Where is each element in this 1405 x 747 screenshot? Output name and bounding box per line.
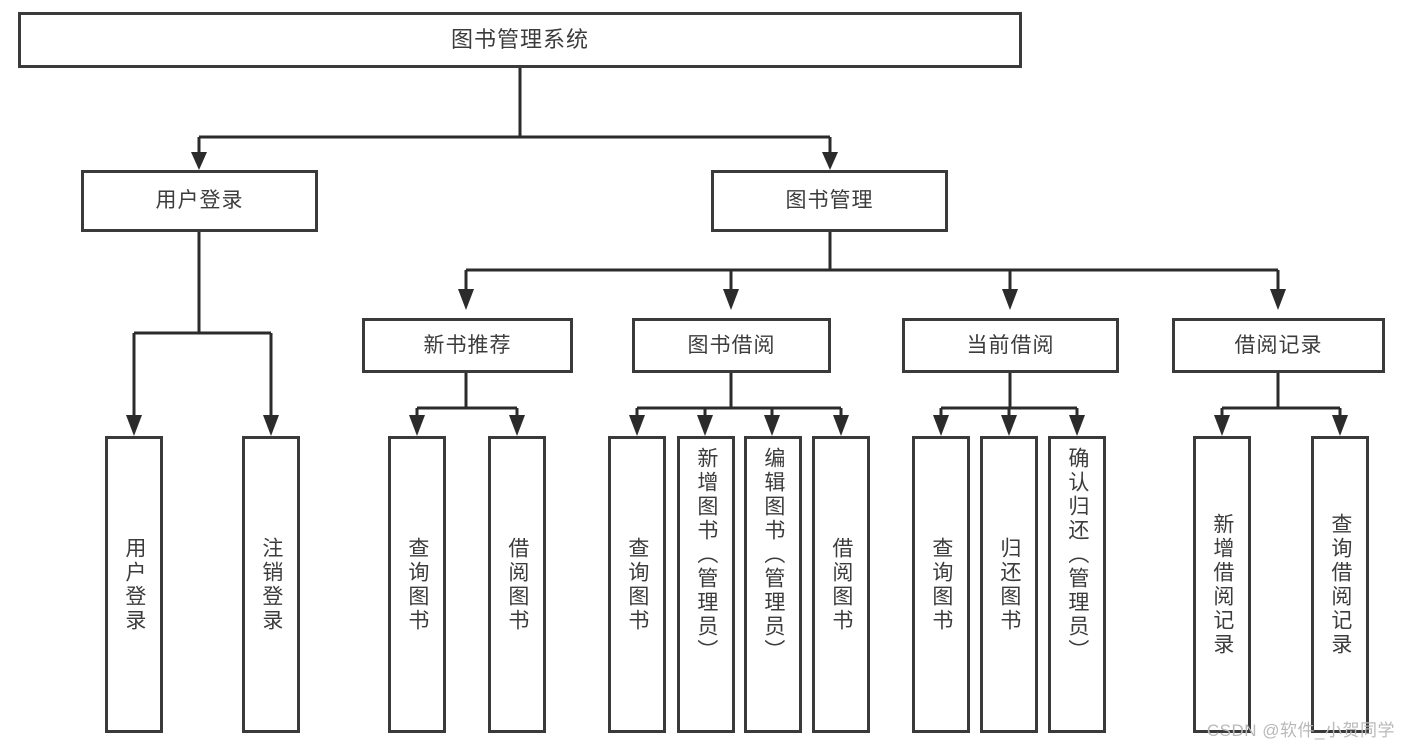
node-leaf-add-book-label: 新增图书（管理员） [694,447,718,663]
arrow-to-leaf-borrow-book-1 [509,415,525,436]
node-leaf-borrow-book-1-label: 借阅图书 [505,536,529,633]
arrow-to-book-borrow [723,289,739,310]
node-leaf-user-login-label: 用户登录 [122,536,146,633]
node-leaf-return-book[interactable]: 归还图书 [980,436,1038,733]
arrow-to-book-management [822,152,838,170]
arrow-to-leaf-edit-book [764,415,780,436]
node-borrow-record[interactable]: 借阅记录 [1172,318,1385,373]
arrow-to-current-borrow [1002,289,1018,310]
node-leaf-logout-label: 注销登录 [259,536,283,633]
node-leaf-add-book[interactable]: 新增图书（管理员） [677,436,735,733]
node-leaf-query-record-label: 查询借阅记录 [1328,512,1352,657]
node-leaf-borrow-book-2-label: 借阅图书 [829,536,853,633]
node-book-borrow-label: 图书借阅 [687,333,776,357]
node-book-management-label: 图书管理 [785,189,874,213]
node-leaf-add-record-label: 新增借阅记录 [1210,512,1234,657]
node-leaf-query-book-2[interactable]: 查询图书 [608,436,666,733]
arrow-to-user-login [191,152,207,170]
arrow-to-new-book [458,289,474,310]
node-leaf-return-book-label: 归还图书 [997,536,1021,633]
arrow-to-leaf-borrow-book-2 [833,415,849,436]
node-new-book-recommend[interactable]: 新书推荐 [362,318,573,373]
node-leaf-confirm-return-label: 确认归还（管理员） [1065,447,1089,663]
arrow-to-leaf-confirm-return [1069,415,1085,436]
node-leaf-add-record[interactable]: 新增借阅记录 [1193,436,1251,733]
arrow-to-leaf-query-book-3 [933,415,949,436]
node-leaf-confirm-return[interactable]: 确认归还（管理员） [1048,436,1106,733]
node-leaf-edit-book[interactable]: 编辑图书（管理员） [744,436,802,733]
node-root-label: 图书管理系统 [450,26,589,52]
arrow-to-borrow-record [1270,289,1286,310]
node-book-management[interactable]: 图书管理 [711,170,948,232]
node-leaf-user-login[interactable]: 用户登录 [105,436,163,733]
node-leaf-borrow-book-2[interactable]: 借阅图书 [812,436,870,733]
node-leaf-query-book-1[interactable]: 查询图书 [388,436,446,733]
node-leaf-borrow-book-1[interactable]: 借阅图书 [488,436,546,733]
node-leaf-query-record[interactable]: 查询借阅记录 [1311,436,1369,733]
node-root[interactable]: 图书管理系统 [18,12,1022,68]
node-user-login-label: 用户登录 [155,189,244,213]
node-user-login[interactable]: 用户登录 [81,170,318,232]
node-leaf-query-book-1-label: 查询图书 [405,536,429,633]
node-book-borrow[interactable]: 图书借阅 [632,318,831,373]
node-new-book-recommend-label: 新书推荐 [423,333,512,357]
arrow-to-leaf-query-book-1 [409,415,425,436]
node-current-borrow-label: 当前借阅 [966,333,1055,357]
node-leaf-query-book-3[interactable]: 查询图书 [912,436,970,733]
arrow-to-leaf-add-book [697,415,713,436]
arrow-to-leaf-query-record [1332,415,1348,436]
node-leaf-query-book-3-label: 查询图书 [929,536,953,633]
node-current-borrow[interactable]: 当前借阅 [902,318,1119,373]
arrow-to-leaf-user-login [126,415,142,436]
arrow-to-leaf-add-record [1214,415,1230,436]
arrow-to-leaf-return-book [1001,415,1017,436]
arrow-to-leaf-query-book-2 [629,415,645,436]
node-leaf-edit-book-label: 编辑图书（管理员） [761,447,785,663]
node-borrow-record-label: 借阅记录 [1234,333,1323,357]
node-leaf-query-book-2-label: 查询图书 [625,536,649,633]
csdn-watermark: CSDN @软件_小贺同学 [1206,721,1395,740]
node-leaf-logout[interactable]: 注销登录 [242,436,300,733]
arrow-to-leaf-logout [263,415,279,436]
